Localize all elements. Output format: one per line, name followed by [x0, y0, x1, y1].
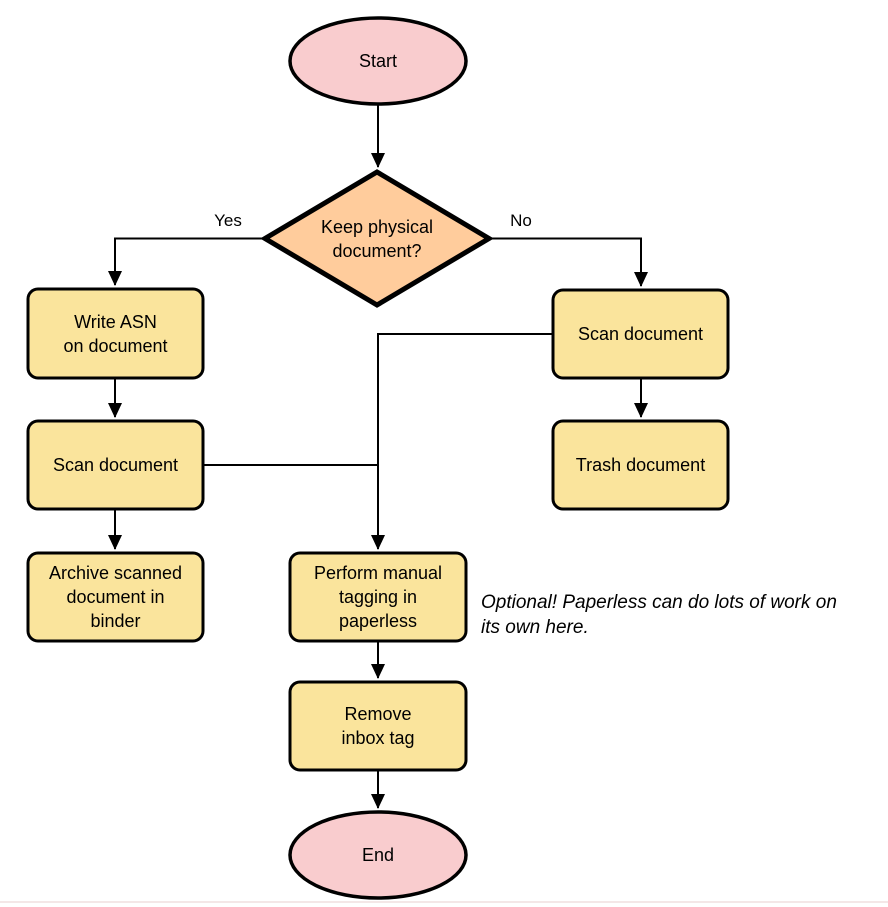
write-asn-node-shape: [26, 287, 205, 380]
end-node-shape: [288, 810, 468, 900]
tagging-node-shape: [288, 551, 468, 643]
trash-node-shape: [551, 419, 730, 511]
bottom-hairline: [0, 901, 888, 903]
scan-left-node-shape: [26, 419, 205, 511]
edge-decision-scan-right-no: [490, 237, 648, 287]
decision-node-shape: [260, 169, 494, 308]
edge-decision-write-asn-yes: [108, 237, 264, 286]
edge-scan-right-tagging: [371, 333, 553, 550]
nodes-layer: [26, 16, 730, 900]
edges-layer: [108, 104, 648, 809]
remove-inbox-node-shape: [288, 680, 468, 772]
archive-node-shape: [26, 551, 205, 643]
start-node-shape: [288, 16, 468, 106]
scan-right-node-shape: [551, 288, 730, 380]
